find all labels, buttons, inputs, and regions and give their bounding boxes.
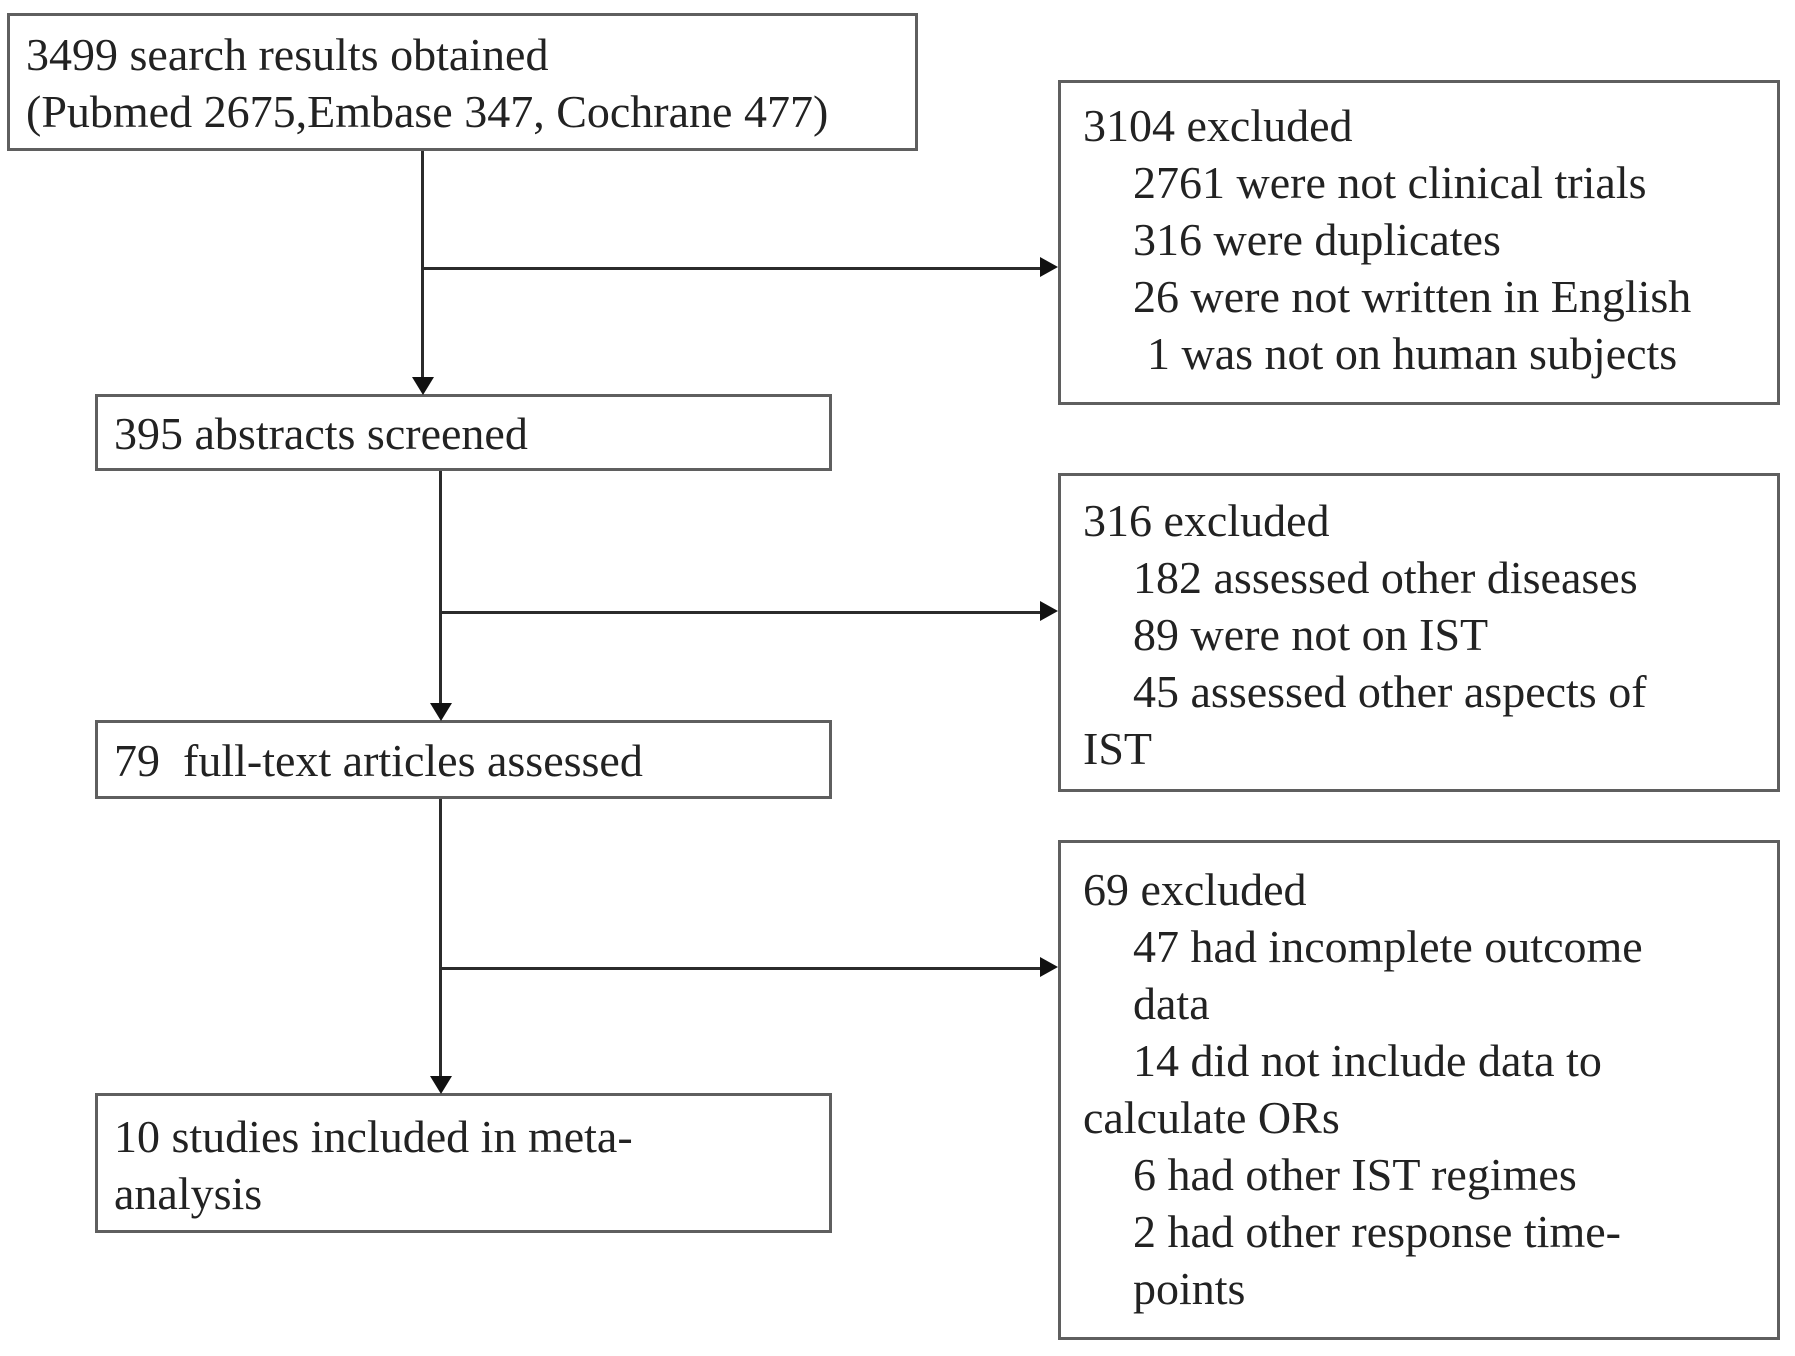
box-excluded-second: 316 excluded 182 assessed other diseases… (1058, 473, 1780, 792)
box-search-results-line-2: (Pubmed 2675,Embase 347, Cochrane 477) (26, 86, 829, 137)
excluded-third-total: 69 excluded (1083, 864, 1307, 915)
abstracts-screened-label: 395 abstracts screened (114, 408, 528, 459)
box-excluded-first: 3104 excluded 2761 were not clinical tri… (1058, 80, 1780, 405)
excluded-second-reason-3b: IST (1083, 723, 1152, 774)
connector-screened-to-fulltext (439, 471, 442, 703)
box-excluded-third: 69 excluded 47 had incomplete outcome da… (1058, 840, 1780, 1340)
excluded-second-total: 316 excluded (1083, 495, 1330, 546)
arrow-down-icon (430, 1076, 452, 1094)
full-text-assessed-label: 79 full-text articles assessed (114, 735, 643, 786)
excluded-first-reason-1: 2761 were not clinical trials (1133, 157, 1647, 208)
box-full-text-assessed: 79 full-text articles assessed (95, 720, 832, 799)
box-abstracts-screened: 395 abstracts screened (95, 394, 832, 471)
excluded-first-total: 3104 excluded (1083, 100, 1353, 151)
excluded-third-reason-2b: calculate ORs (1083, 1092, 1340, 1143)
connector-to-excluded-first (423, 267, 1041, 270)
excluded-third-reason-2a: 14 did not include data to (1133, 1035, 1602, 1086)
box-search-results: 3499 search results obtained (Pubmed 267… (7, 13, 918, 151)
included-meta-analysis-line-2: analysis (114, 1168, 263, 1219)
excluded-second-reason-2: 89 were not on IST (1133, 609, 1489, 660)
arrow-right-icon (1040, 257, 1058, 277)
excluded-second-reason-1: 182 assessed other diseases (1133, 552, 1638, 603)
connector-fulltext-to-included (439, 799, 442, 1076)
connector-search-to-screened (421, 151, 424, 379)
arrow-down-icon (430, 703, 452, 721)
connector-to-excluded-second (441, 611, 1041, 614)
excluded-third-reason-4a: 2 had other response time- (1133, 1206, 1621, 1257)
excluded-first-reason-4: 1 was not on human subjects (1147, 328, 1678, 379)
connector-to-excluded-third (441, 967, 1041, 970)
excluded-third-reason-1a: 47 had incomplete outcome (1133, 921, 1643, 972)
excluded-third-reason-4b: points (1133, 1263, 1246, 1314)
excluded-first-reason-2: 316 were duplicates (1133, 214, 1501, 265)
excluded-second-reason-3a: 45 assessed other aspects of (1133, 666, 1647, 717)
excluded-first-reason-3: 26 were not written in English (1133, 271, 1692, 322)
excluded-third-reason-3: 6 had other IST regimes (1133, 1149, 1577, 1200)
arrow-right-icon (1040, 957, 1058, 977)
included-meta-analysis-line-1: 10 studies included in meta- (114, 1111, 633, 1162)
box-search-results-line-1: 3499 search results obtained (26, 29, 549, 80)
arrow-right-icon (1040, 601, 1058, 621)
arrow-down-icon (412, 377, 434, 395)
excluded-third-reason-1b: data (1133, 978, 1210, 1029)
box-included-meta-analysis: 10 studies included in meta- analysis (95, 1093, 832, 1233)
